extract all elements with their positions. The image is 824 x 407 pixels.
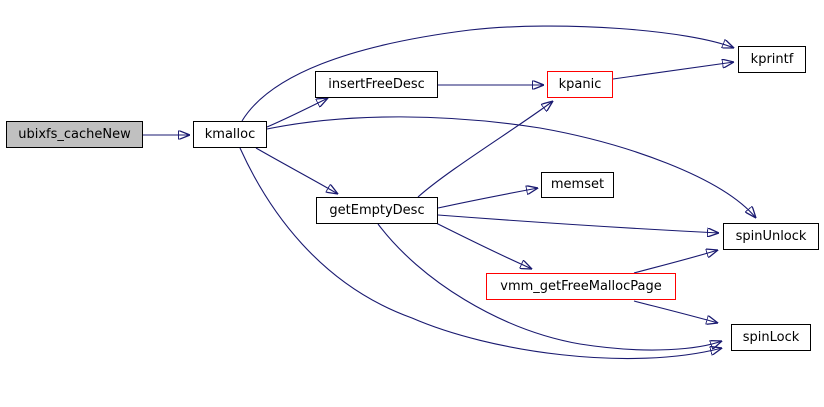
node-insertFreeDesc[interactable]: insertFreeDesc [315,71,438,98]
edge-kmalloc-kprintf [241,25,734,122]
edge-getEmptyDesc-kpanic [417,101,553,198]
edge-vmm_getFreeMallocPage-spinLock [633,300,718,323]
edge-kmalloc-getEmptyDesc [255,147,338,194]
node-getEmptyDesc[interactable]: getEmptyDesc [316,197,438,224]
node-kmalloc[interactable]: kmalloc [193,121,267,148]
node-kprintf[interactable]: kprintf [738,46,806,73]
edge-getEmptyDesc-spinUnlock [437,214,719,233]
node-ubixfs_cacheNew[interactable]: ubixfs_cacheNew [6,121,143,148]
node-kpanic[interactable]: kpanic [547,71,613,98]
edge-kmalloc-spinLock [239,147,722,360]
node-vmm_getFreeMallocPage[interactable]: vmm_getFreeMallocPage [486,273,676,300]
edge-getEmptyDesc-vmm_getFreeMallocPage [435,222,532,269]
edge-vmm_getFreeMallocPage-spinUnlock [633,250,718,274]
edge-kpanic-kprintf [612,62,734,80]
edge-kmalloc-insertFreeDesc [266,98,328,128]
edge-getEmptyDesc-memset [437,188,538,209]
node-spinLock[interactable]: spinLock [731,324,811,351]
edge-kmalloc-spinUnlock [266,116,756,218]
node-memset[interactable]: memset [541,172,614,198]
node-spinUnlock[interactable]: spinUnlock [723,223,819,250]
edge-getEmptyDesc-spinLock [377,223,722,351]
